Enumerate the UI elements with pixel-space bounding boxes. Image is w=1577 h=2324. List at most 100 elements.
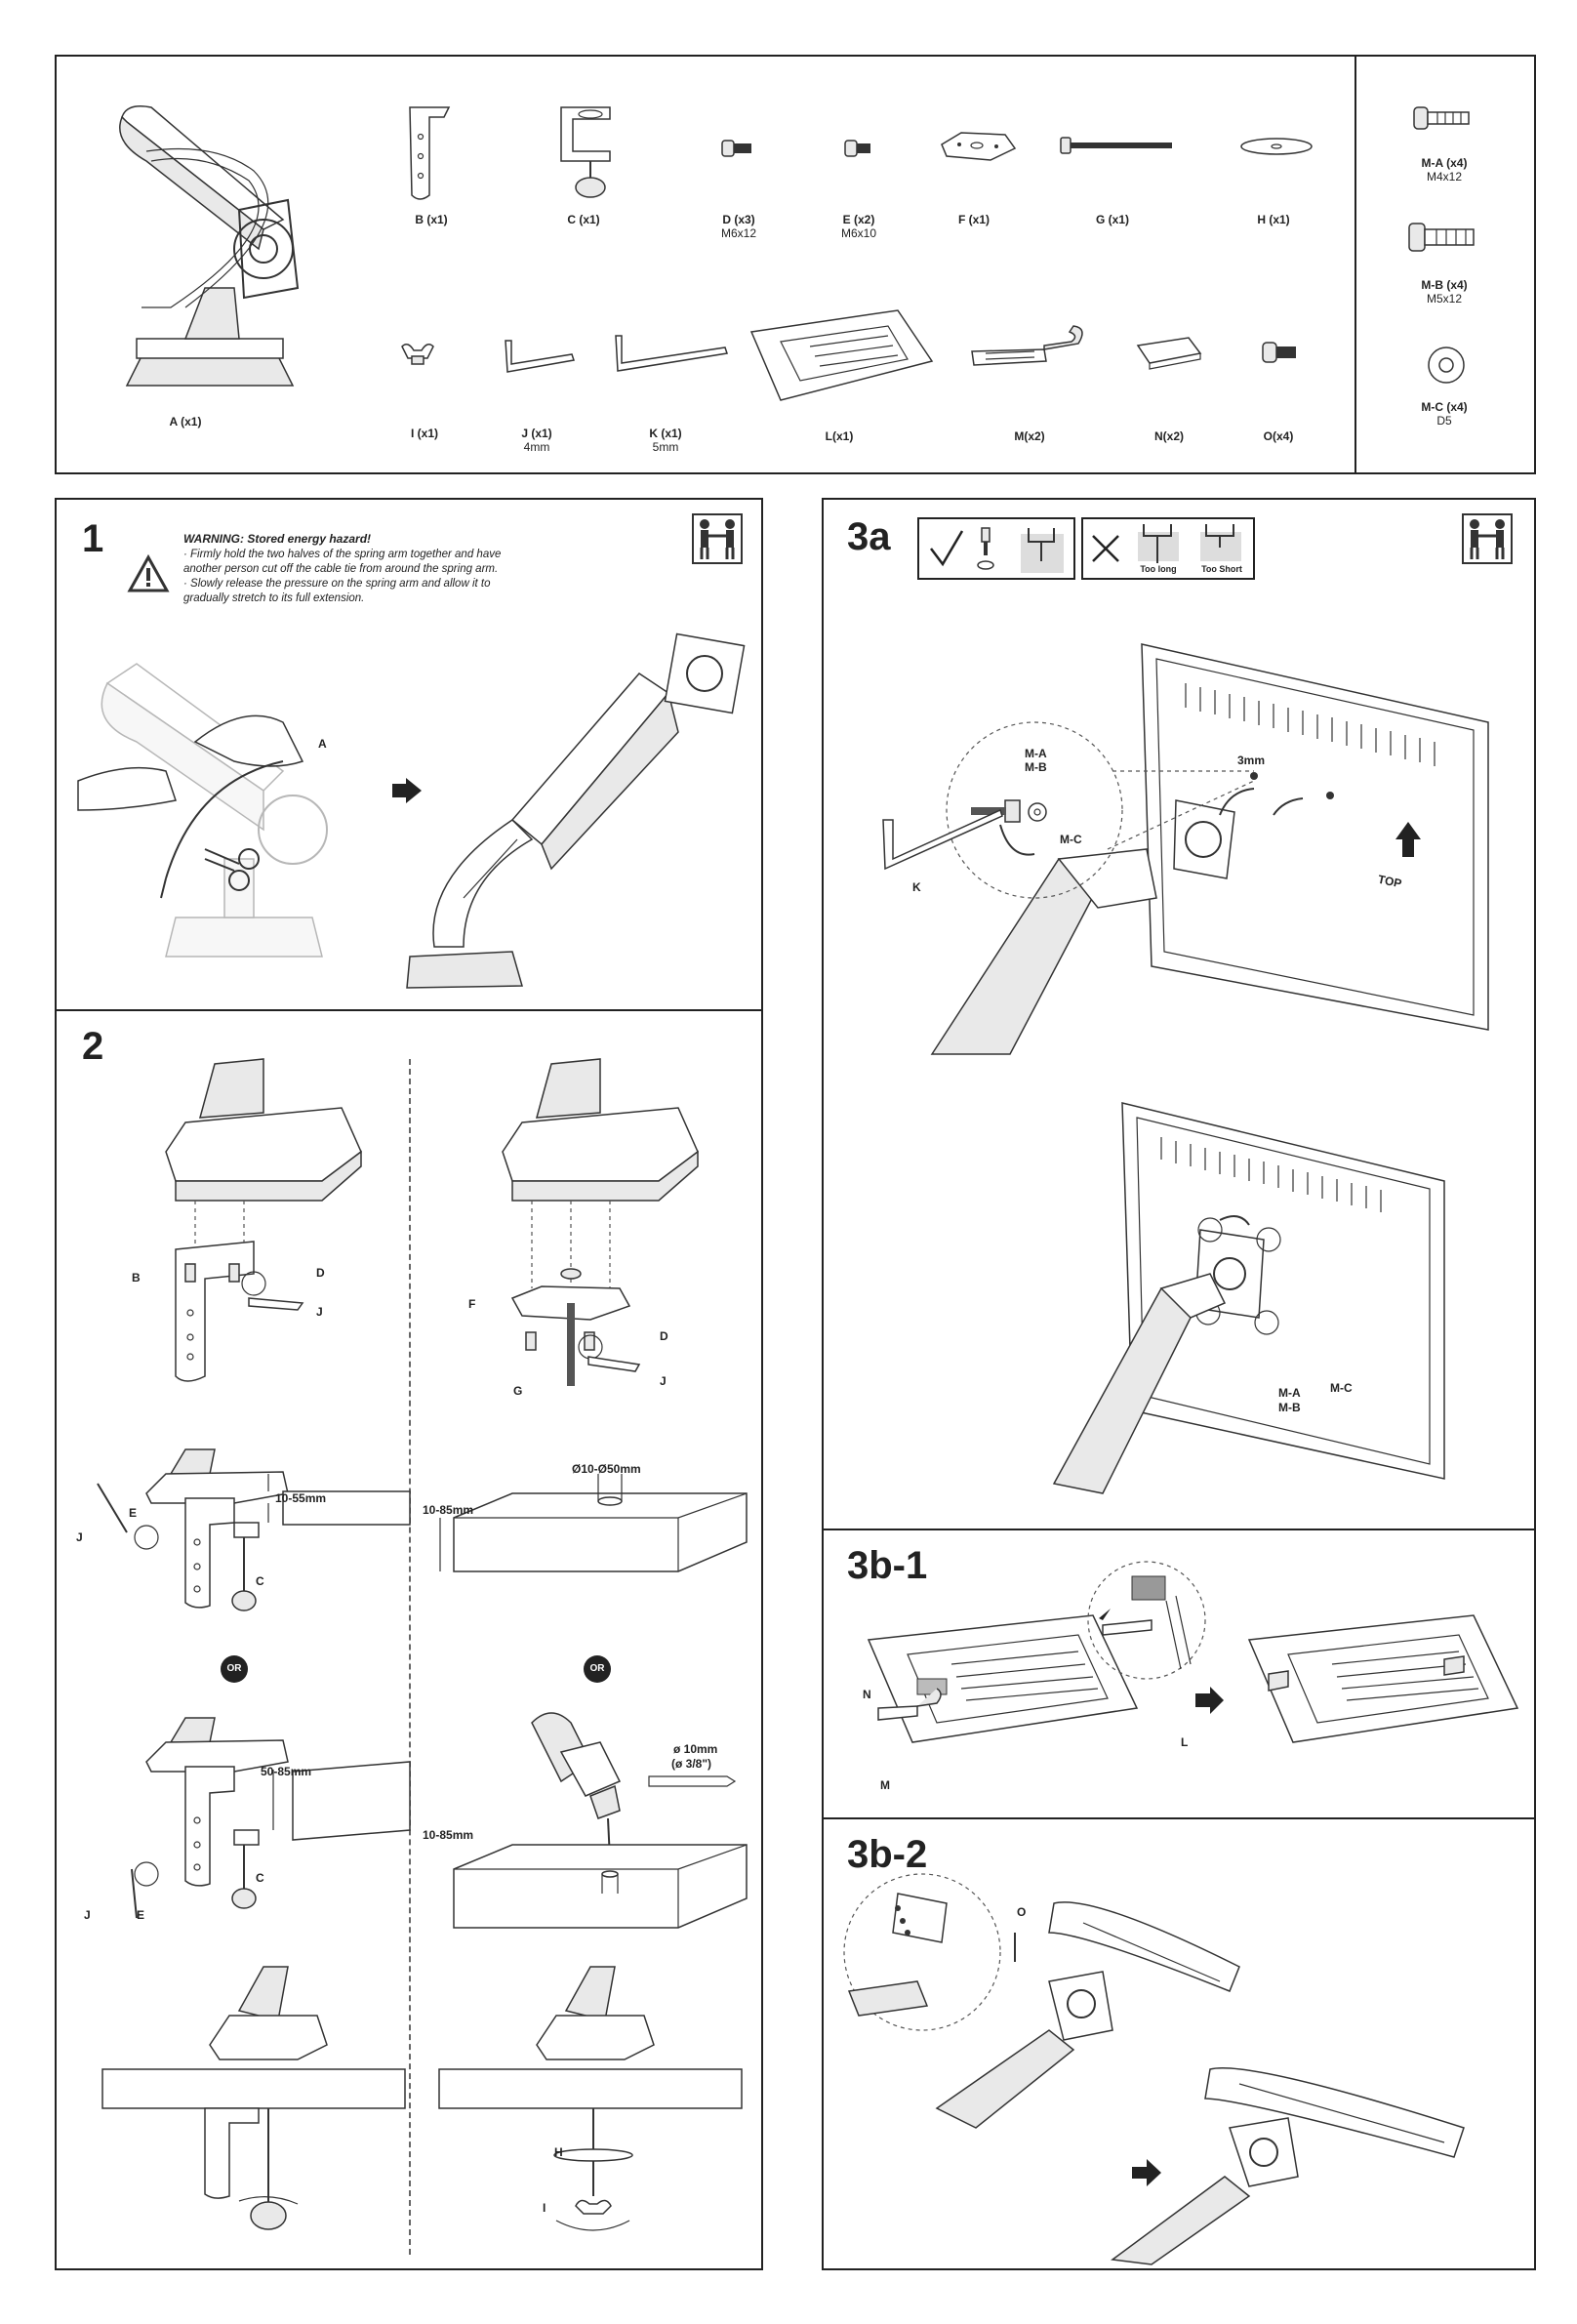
step-3b1-callout-l: L — [1181, 1735, 1189, 1749]
part-label-h: H (x1) — [1257, 213, 1290, 226]
warning-line-2: another person cut off the cable tie fro… — [183, 563, 499, 575]
step-2-callout-c2: C — [256, 1871, 264, 1885]
two-person-icon-3a — [1462, 513, 1513, 564]
parts-list-panel — [55, 55, 1536, 474]
part-label-j: J (x1)4mm — [521, 427, 552, 454]
part-l-illustration — [749, 309, 934, 401]
step-3b2-tray-illustration — [843, 1873, 1465, 2265]
part-g-illustration — [1060, 137, 1172, 154]
step-2-range-10-55: 10-55mm — [275, 1491, 327, 1505]
correct-screw-diagram — [977, 527, 1064, 573]
part-m-illustration — [971, 325, 1083, 366]
wrong-screw-box — [1081, 517, 1255, 580]
part-label-n: N(x2) — [1153, 429, 1184, 443]
step-2-callout-g: G — [513, 1384, 523, 1398]
screw-label-mb: M-B (x4)M5x12 — [1421, 278, 1468, 306]
too-long-label: Too long — [1140, 564, 1177, 574]
step-3a-number: 3a — [847, 515, 891, 558]
step-3b2-number: 3b-2 — [847, 1833, 928, 1876]
part-label-o: O(x4) — [1263, 429, 1294, 443]
step-2-drill-size: ø 10mm — [673, 1742, 718, 1756]
warning-line-3: · Slowly release the pressure on the spr… — [183, 578, 491, 590]
part-d-illustration — [721, 140, 751, 157]
part-label-e: E (x2)M6x10 — [840, 213, 877, 240]
step-2-number: 2 — [82, 1025, 104, 1068]
step-2-mounted-clamp-illustration — [101, 1966, 406, 2230]
step-2-callout-e2: E — [137, 1908, 145, 1922]
step-3a-callout-mc2: M-C — [1330, 1381, 1353, 1395]
step-2-panel — [55, 1009, 763, 2270]
step-3b1-callout-n: N — [863, 1688, 871, 1701]
washer-mc-illustration — [1428, 347, 1465, 384]
step-3a-callout-ma: M-A — [1025, 747, 1047, 760]
wrong-screw-diagram — [1138, 524, 1241, 563]
part-i-illustration — [401, 344, 434, 365]
step-1-number: 1 — [82, 517, 104, 560]
step-3a-callout-gap: 3mm — [1237, 754, 1266, 767]
step-1-callout-a: A — [318, 737, 327, 751]
step-2-bracket-b-illustration — [165, 1058, 362, 1382]
step-2-callout-b: B — [132, 1271, 141, 1284]
part-label-m: M(x2) — [1014, 429, 1045, 443]
step-2-grommet-f-illustration — [502, 1058, 699, 1386]
step-2-range-10-85-b: 10-85mm — [423, 1828, 474, 1842]
step-2-desk-hole-illustration — [439, 1474, 748, 1572]
check-icon — [930, 530, 964, 567]
screw-label-ma: M-A (x4)M4x12 — [1421, 156, 1468, 183]
step-2-callout-j4: J — [84, 1908, 91, 1922]
part-label-g: G (x1) — [1095, 213, 1129, 226]
part-label-b: B (x1) — [415, 213, 448, 226]
two-person-icon — [692, 513, 743, 564]
warning-text: WARNING: Stored energy hazard! · Firmly … — [183, 532, 632, 606]
step-2-callout-d: D — [316, 1266, 325, 1280]
parts-divider — [1355, 55, 1356, 474]
step-2-callout-d2: D — [660, 1329, 668, 1343]
step-2-callout-h: H — [554, 2145, 563, 2159]
part-b-illustration — [409, 106, 451, 200]
step-2-divider — [409, 1059, 411, 2255]
part-c-illustration — [560, 106, 611, 198]
part-label-d: D (x3)M6x12 — [720, 213, 757, 240]
step-3b1-callout-m: M — [880, 1778, 890, 1792]
step-2-callout-e: E — [129, 1506, 138, 1520]
cross-icon — [1092, 535, 1119, 562]
part-label-i: I (x1) — [410, 427, 438, 440]
warning-icon — [127, 553, 170, 592]
step-2-callout-i: I — [543, 2201, 546, 2215]
part-o-illustration — [1262, 342, 1296, 363]
part-a-illustration — [119, 105, 300, 387]
step-3a-callout-ma2: M-A — [1278, 1386, 1301, 1400]
part-h-illustration — [1240, 138, 1313, 155]
screw-mb-illustration — [1408, 223, 1475, 252]
step-3a-callout-mb2: M-B — [1278, 1401, 1301, 1414]
step-3a-secure-screws-illustration — [1052, 1102, 1445, 1494]
step-1-extended-arm-illustration — [406, 632, 746, 989]
step-2-hole-diameter: Ø10-Ø50mm — [572, 1462, 641, 1476]
step-3a-callout-k: K — [912, 880, 921, 894]
warning-title: WARNING: Stored energy hazard! — [183, 532, 372, 546]
step-2-callout-f: F — [468, 1297, 476, 1311]
step-2-drill-size-inch: (ø 3/8") — [671, 1757, 712, 1771]
step-3a-attach-monitor-illustration — [882, 643, 1489, 1055]
warning-line-4: gradually stretch to its full extension. — [183, 592, 365, 604]
step-3b2-callout-o: O — [1017, 1905, 1027, 1919]
step-2-callout-j: J — [316, 1305, 323, 1319]
step-3b2-panel — [822, 1817, 1536, 2270]
step-2-range-10-85: 10-85mm — [423, 1503, 474, 1517]
part-e-illustration — [844, 140, 870, 157]
step-2-range-50-85: 50-85mm — [261, 1765, 312, 1778]
step-1-arrow-icon — [392, 778, 422, 803]
step-3b1-clip-illustration — [867, 1561, 1519, 1743]
part-label-l: L(x1) — [825, 429, 854, 443]
part-label-a: A (x1) — [169, 415, 202, 428]
or-badge-right: OR — [584, 1655, 611, 1683]
or-badge-left: OR — [221, 1655, 248, 1683]
step-2-clamp-thin-illustration — [97, 1448, 411, 1611]
step-2-callout-j3: J — [76, 1530, 83, 1544]
step-2-callout-j2: J — [660, 1374, 667, 1388]
part-label-f: F (x1) — [957, 213, 990, 226]
step-1-cut-tie-illustration — [77, 663, 328, 958]
step-2-mounted-grommet-illustration — [438, 1966, 743, 2231]
warning-line-1: · Firmly hold the two halves of the spri… — [183, 549, 502, 560]
too-short-label: Too Short — [1201, 564, 1242, 574]
